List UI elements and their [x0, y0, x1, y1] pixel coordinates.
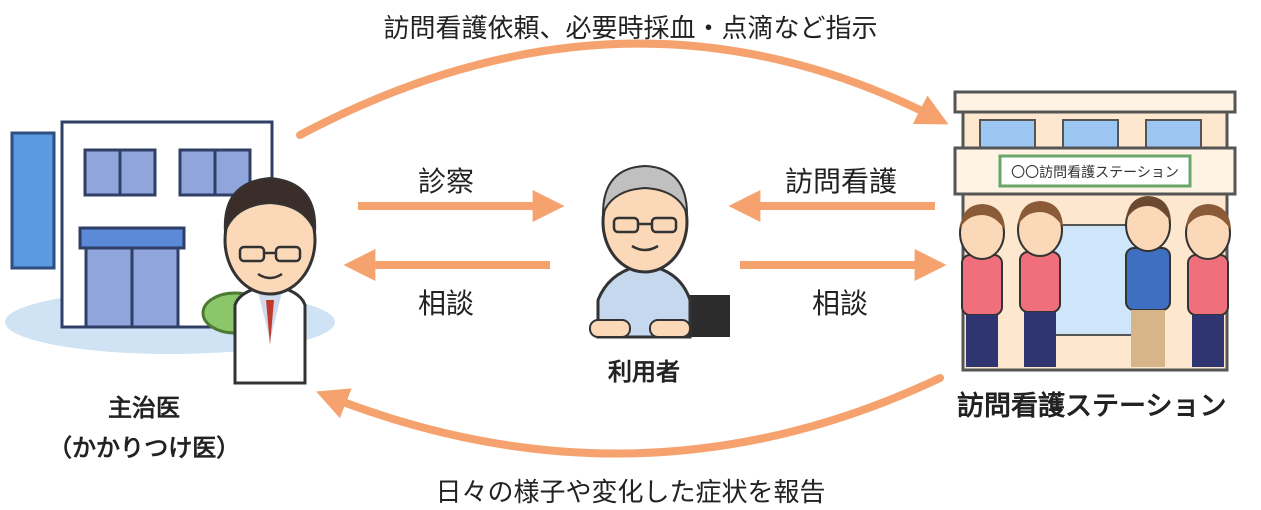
doctor-illustration [223, 176, 317, 385]
label-home-nursing: 訪問看護 [785, 165, 898, 198]
nurse-3-male [1125, 196, 1171, 367]
label-consult-right: 相談 [812, 287, 869, 320]
nurse-2 [1017, 201, 1063, 367]
clinic-illustration [5, 120, 335, 354]
doctor-sublabel: （かかりつけ医） [48, 434, 241, 462]
nurse-4 [1185, 204, 1231, 367]
bottom-caption: 日々の様子や変化した症状を報告 [435, 478, 826, 508]
station-signboard: 〇〇訪問看護ステーション [1011, 165, 1179, 181]
patient-label: 利用者 [608, 358, 680, 386]
top-caption: 訪問看護依頼、必要時採血・点滴など指示 [383, 14, 878, 44]
doctor-label: 主治医 [108, 394, 180, 422]
label-examination: 診察 [418, 165, 475, 198]
patient-illustration [589, 164, 730, 339]
label-consult-left: 相談 [418, 287, 475, 320]
station-label: 訪問看護ステーション [957, 391, 1227, 422]
top-curved-arrow [296, 39, 949, 139]
bottom-curved-arrow [316, 374, 944, 458]
nurse-1 [959, 204, 1005, 367]
